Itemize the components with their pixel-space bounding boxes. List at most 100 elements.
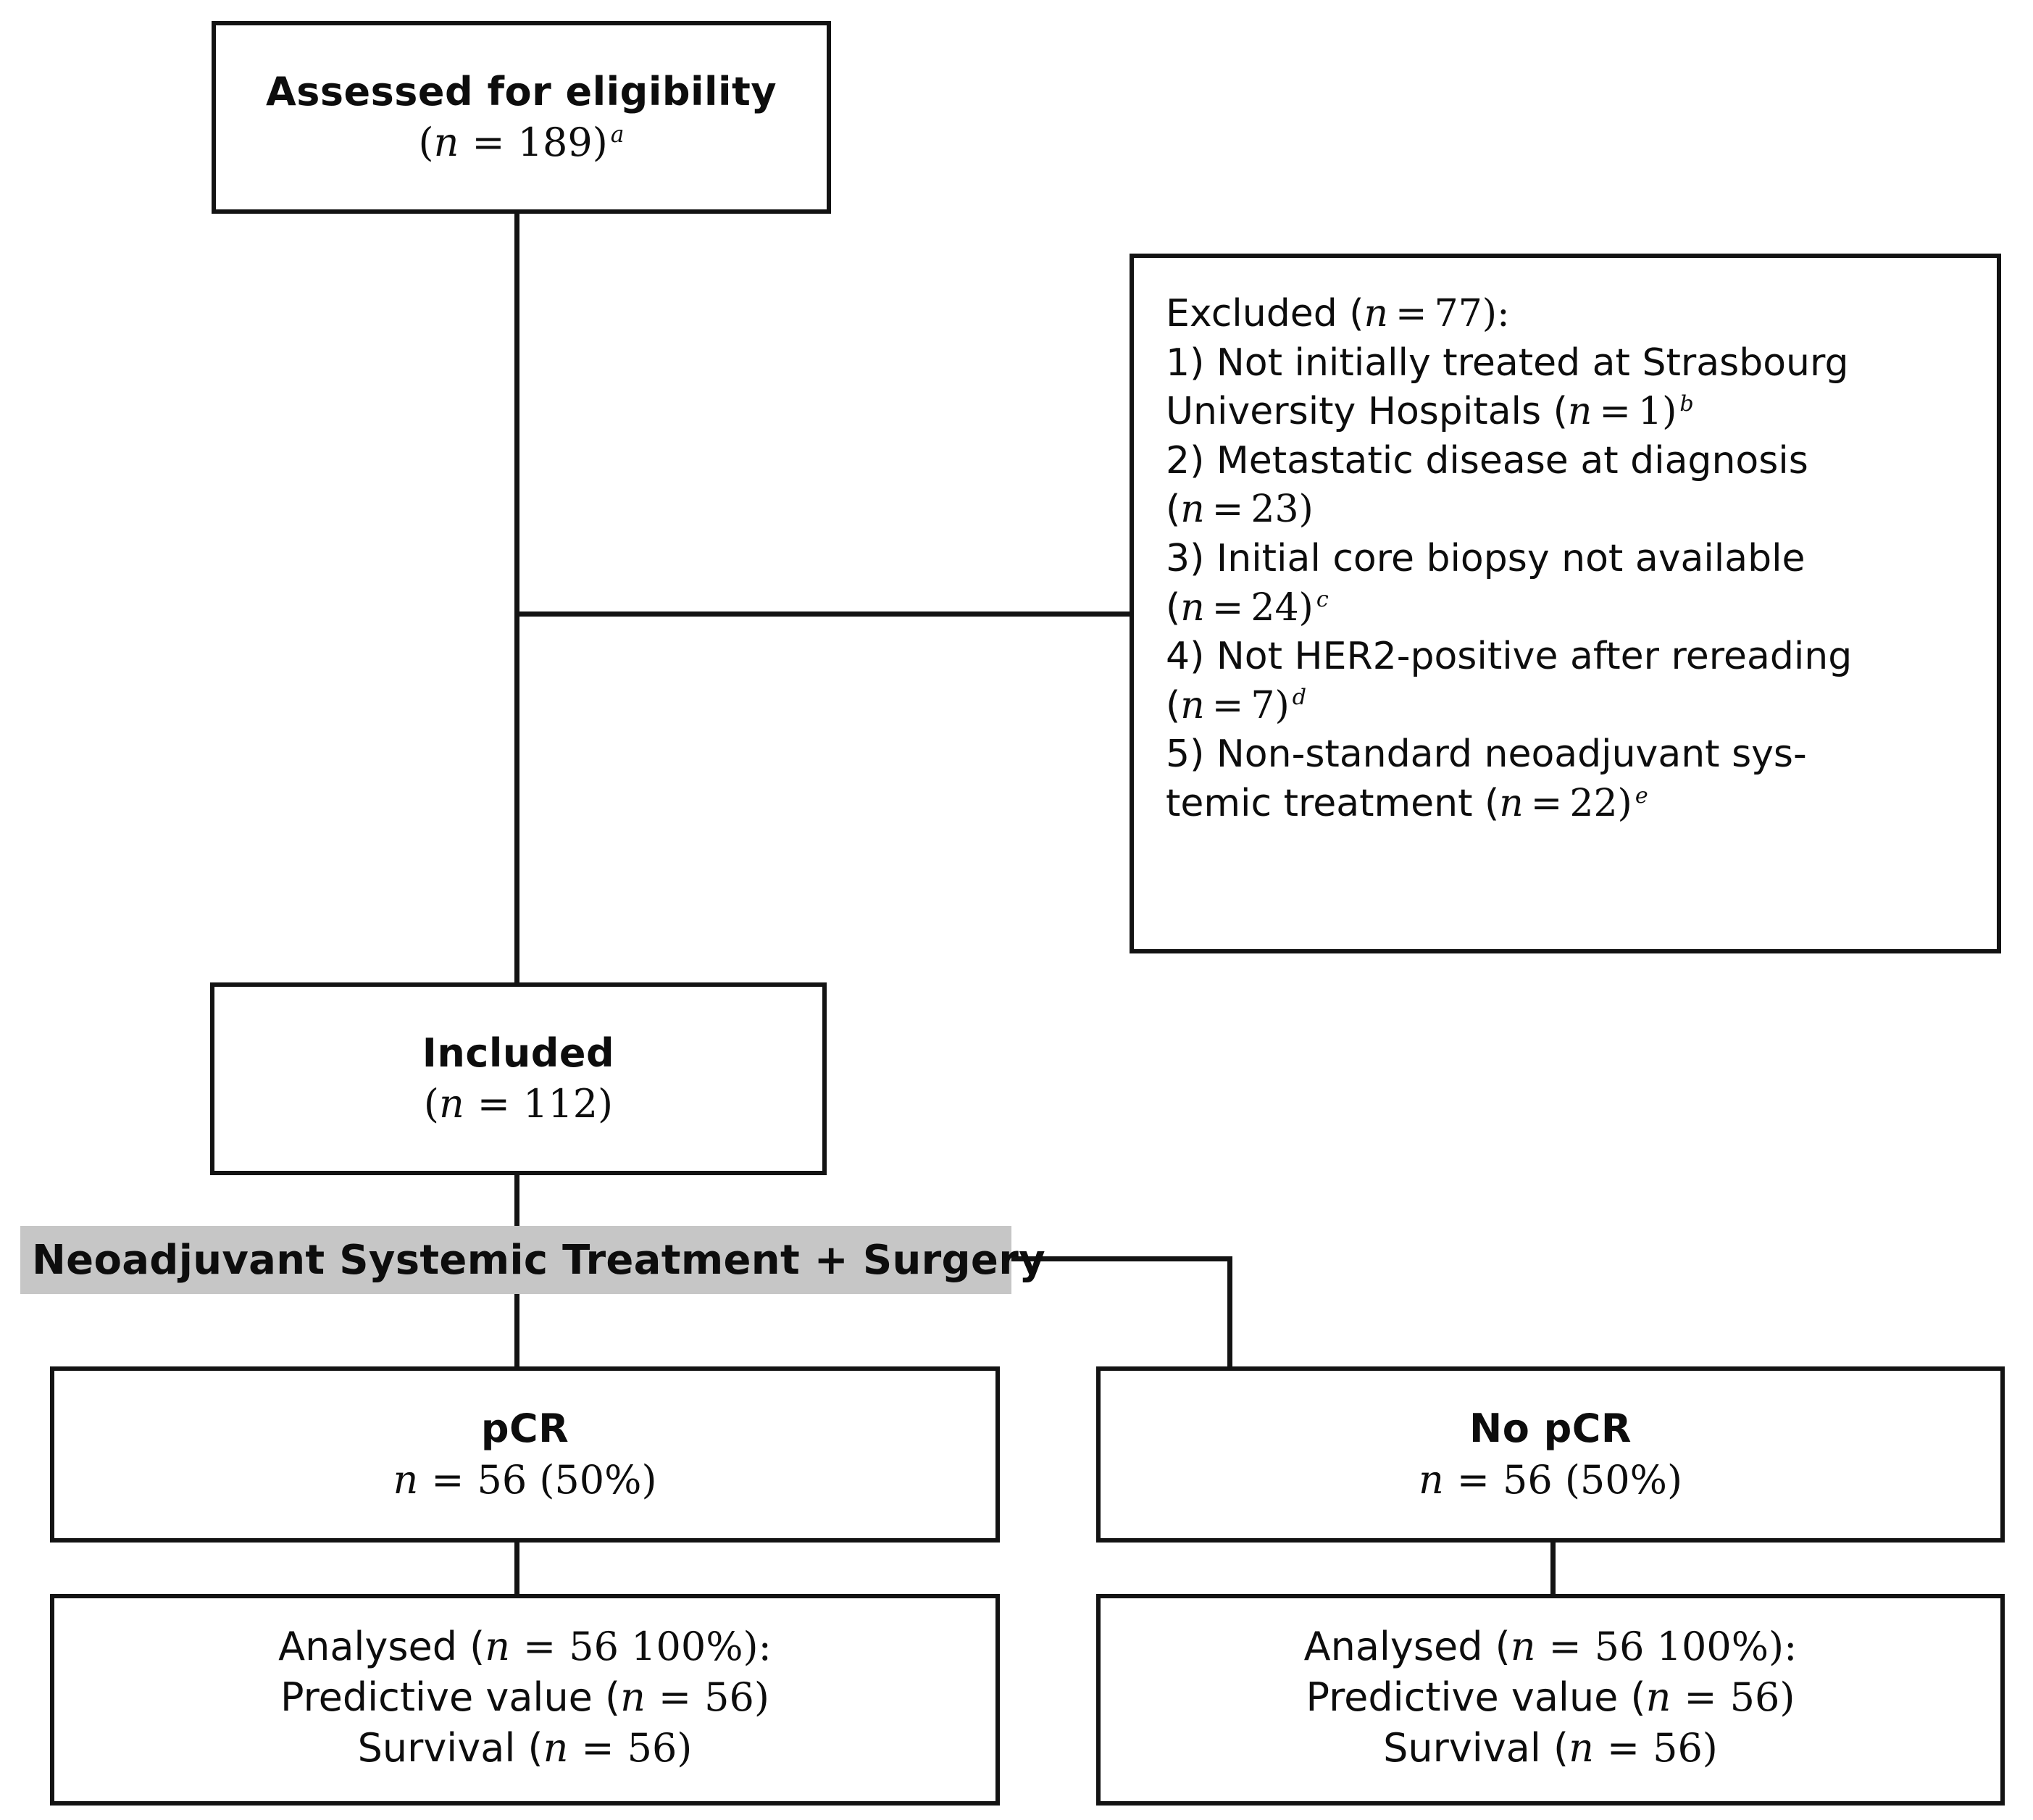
excluded-header-text: Excluded ( <box>1166 292 1364 335</box>
no-pcr-box: No pCR n = 56 (50%) <box>1096 1366 2005 1543</box>
excluded-header-equals: = <box>1395 292 1427 335</box>
analysed-left-line-3-text: Survival ( <box>357 1725 543 1771</box>
excluded-item-3-n: n <box>1180 585 1205 630</box>
no-pcr-count: n = 56 (50%) <box>1101 1455 2000 1506</box>
excluded-item-4-value: 7) <box>1251 683 1290 727</box>
no-pcr-equals: = <box>1456 1456 1490 1503</box>
excluded-item-5-n: n <box>1499 781 1524 825</box>
excluded-item-5-footnote: e <box>1635 782 1648 809</box>
excluded-item-2-n: n <box>1180 488 1205 532</box>
connector-banner-to-nopcr-vertical <box>1227 1256 1232 1369</box>
analysed-right-line-1-equals: = <box>1548 1624 1582 1669</box>
included-count: (n=112) <box>214 1079 822 1130</box>
analysed-left-line-1-equals: = <box>523 1624 556 1669</box>
connector-included-to-banner <box>514 1175 519 1233</box>
analysed-left-line-3-value: 56) <box>627 1725 693 1771</box>
excluded-item-5-line2: temic treatment (n=22)e <box>1166 780 1997 829</box>
excluded-item-2-footnote <box>1314 489 1316 514</box>
analysed-left-line-1-n: n <box>485 1624 511 1669</box>
analysed-left-line-2-value: 56) <box>704 1674 769 1721</box>
excluded-item-1-line2: University Hospitals (n=1)b <box>1166 388 1997 437</box>
excluded-item-4-line1: 4) Not HER2-positive after rereading <box>1166 635 1853 679</box>
analysed-right-line-3-value: 56) <box>1653 1725 1718 1771</box>
no-pcr-n-symbol: n <box>1418 1456 1444 1503</box>
assessed-for-eligibility-box: Assessed for eligibility (n=189)a <box>212 21 831 214</box>
analysed-right-line-1-value: 56 100%): <box>1594 1624 1798 1669</box>
connector-banner-to-pcr <box>514 1294 519 1369</box>
connector-assessed-to-included <box>514 214 519 985</box>
excluded-item-2-value: 23) <box>1251 488 1314 532</box>
excluded-item-5-equals: = <box>1530 781 1563 825</box>
excluded-item-3-text: ( <box>1166 585 1181 630</box>
excluded-item-4-line2: (n=7)d <box>1166 682 1997 731</box>
included-paren-open: ( <box>423 1081 439 1127</box>
analysed-right-line-1: Analysed (n = 56 100%): <box>1101 1621 2000 1672</box>
excluded-item-1-n: n <box>1567 390 1592 434</box>
excluded-item-3-footnote: c <box>1316 587 1329 613</box>
assessed-footnote-marker: a <box>610 122 625 148</box>
excluded-item-4-text: ( <box>1166 683 1181 727</box>
excluded-box: Excluded (n=77): 1) Not initially treate… <box>1130 254 2001 953</box>
excluded-item-4-equals: = <box>1211 683 1244 727</box>
included-heading: Included <box>422 1030 615 1076</box>
pcr-heading: pCR <box>480 1406 569 1452</box>
pcr-n-symbol: n <box>393 1456 419 1503</box>
excluded-item-4-n: n <box>1180 683 1205 727</box>
connector-to-excluded <box>514 611 1134 617</box>
excluded-item-5-value: 22) <box>1569 781 1632 825</box>
no-pcr-heading: No pCR <box>1469 1406 1632 1452</box>
analysed-right-line-3-text: Survival ( <box>1383 1725 1569 1771</box>
assessed-count: (n=189)a <box>216 117 827 168</box>
excluded-item-1-footnote: b <box>1679 391 1694 417</box>
analysed-left-box: Analysed (n=56 100%): Predictive value (… <box>50 1594 1000 1806</box>
excluded-item-5-line1: 5) Non-standard neoadjuvant sys- <box>1166 732 1807 777</box>
analysed-left-line-3-equals: = <box>581 1725 614 1771</box>
excluded-item-3-equals: = <box>1211 585 1244 630</box>
assessed-paren-open: ( <box>418 120 434 165</box>
analysed-right-line-3-equals: = <box>1606 1725 1640 1771</box>
excluded-item-5-text: temic treatment ( <box>1166 781 1500 825</box>
assessed-heading: Assessed for eligibility <box>265 68 777 114</box>
analysed-left-line-1-value: 56 100%): <box>569 1624 772 1669</box>
excluded-header: Excluded (n=77): <box>1166 290 1997 339</box>
pcr-equals: = <box>431 1456 464 1503</box>
excluded-item-3-line2: (n=24)c <box>1166 584 1997 633</box>
connector-banner-to-nopcr-horizontal <box>1011 1256 1232 1261</box>
analysed-left-line-2-text: Predictive value ( <box>280 1674 621 1721</box>
excluded-item-1-line1: 1) Not initially treated at Strasbourg <box>1166 341 1849 385</box>
analysed-left-line-1: Analysed (n = 56 100%): <box>54 1621 995 1672</box>
assessed-value: 189) <box>517 120 608 165</box>
excluded-item-2-text: ( <box>1166 488 1181 532</box>
analysed-left-line-2: Predictive value (n = 56) <box>54 1672 995 1723</box>
excluded-item-2-line1: 2) Metastatic disease at diagnosis <box>1166 438 1808 483</box>
excluded-item-1-value: 1) <box>1638 390 1677 434</box>
excluded-header-n: n <box>1364 292 1389 335</box>
analysed-right-line-2-equals: = <box>1684 1674 1717 1721</box>
included-n-symbol: n <box>438 1081 464 1127</box>
excluded-item-1-text: University Hospitals ( <box>1166 390 1568 434</box>
analysed-right-box: Analysed (n=56 100%): Predictive value (… <box>1096 1594 2005 1806</box>
analysed-right-line-1-n: n <box>1510 1624 1536 1669</box>
treatment-banner-label: Neoadjuvant Systemic Treatment + Surgery <box>32 1236 1045 1284</box>
analysed-right-line-1-text: Analysed ( <box>1303 1624 1511 1669</box>
included-equals: = <box>477 1081 510 1127</box>
excluded-header-value: 77): <box>1434 292 1510 335</box>
analysed-left-line-3-n: n <box>543 1725 569 1771</box>
connector-nopcr-to-analysed <box>1550 1541 1556 1595</box>
treatment-banner: Neoadjuvant Systemic Treatment + Surgery <box>20 1226 1045 1294</box>
analysed-right-line-3: Survival (n=56) <box>1101 1723 2000 1774</box>
excluded-item-3-line1: 3) Initial core biopsy not available <box>1166 536 1806 580</box>
analysed-right-line-2-n: n <box>1645 1674 1671 1721</box>
assessed-equals: = <box>472 120 505 165</box>
analysed-right-line-2-text: Predictive value ( <box>1306 1674 1646 1721</box>
connector-pcr-to-analysed <box>514 1541 519 1595</box>
excluded-item-1-equals: = <box>1599 390 1631 434</box>
analysed-left-line-2-equals: = <box>658 1674 692 1721</box>
no-pcr-value: 56 (50%) <box>1502 1456 1683 1503</box>
excluded-item-2-line2: (n=23) <box>1166 485 1997 535</box>
pcr-count: n=56 (50%) <box>54 1455 995 1506</box>
analysed-right-line-2: Predictive value (n=56) <box>1101 1672 2000 1723</box>
analysed-left-line-1-text: Analysed ( <box>278 1624 485 1669</box>
analysed-left-line-2-n: n <box>620 1674 646 1721</box>
